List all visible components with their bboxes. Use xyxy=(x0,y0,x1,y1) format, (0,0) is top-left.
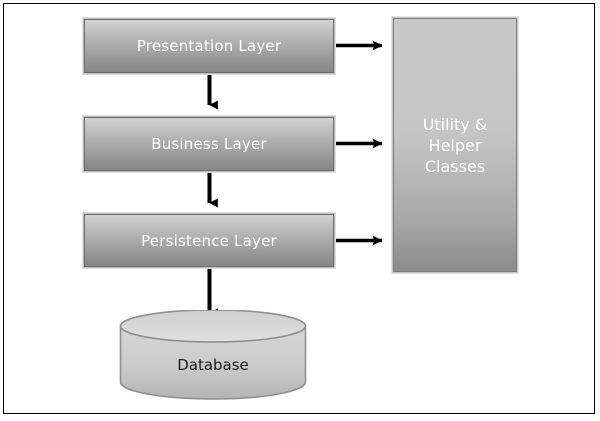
node-business-layer-body: Business Layer xyxy=(84,117,334,171)
node-utility-helper-classes[interactable]: Utility & Helper Classes xyxy=(391,16,519,274)
node-utility-label-line-1: Utility & xyxy=(422,114,488,134)
node-database[interactable]: Database xyxy=(118,309,308,404)
node-presentation-layer[interactable]: Presentation Layer xyxy=(82,17,336,75)
node-utility-label-line-3: Classes xyxy=(424,156,486,176)
node-persistence-layer-label: Persistence Layer xyxy=(141,231,277,250)
node-persistence-layer-body: Persistence Layer xyxy=(84,214,334,267)
node-business-layer-label: Business Layer xyxy=(151,135,267,153)
node-utility-helper-classes-body: Utility & Helper Classes xyxy=(393,18,517,272)
node-presentation-layer-label: Presentation Layer xyxy=(136,37,282,55)
node-database-shape xyxy=(119,309,307,400)
node-persistence-layer[interactable]: Persistence Layer xyxy=(82,212,336,269)
node-business-layer[interactable]: Business Layer xyxy=(82,115,336,173)
node-presentation-layer-body: Presentation Layer xyxy=(84,19,334,73)
node-utility-label-line-2: Helper xyxy=(428,135,482,155)
